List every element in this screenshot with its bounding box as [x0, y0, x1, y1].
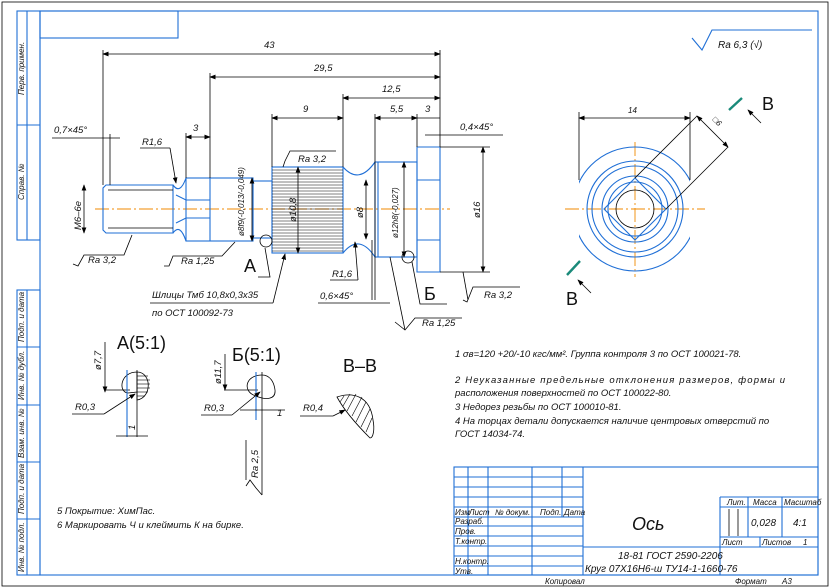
svg-text:Изм: Изм — [455, 508, 470, 517]
svg-text:Масштаб: Масштаб — [784, 498, 822, 507]
svg-text:0,4×45°: 0,4×45° — [460, 122, 493, 133]
hex-head — [416, 146, 441, 273]
svg-text:14: 14 — [628, 106, 637, 115]
svg-text:Масса: Масса — [753, 498, 777, 507]
general-roughness: Ra 6,3 (√) — [691, 29, 812, 51]
roughness-marks: Ra 3,2 Ra 1,25 Ra 3,2 Ra 3,2 Ra 1,25 А Б… — [72, 150, 520, 331]
detail-a-circle — [259, 234, 273, 248]
svg-text:Б(5:1): Б(5:1) — [232, 345, 281, 365]
svg-text:Ra 3,2: Ra 3,2 — [88, 255, 117, 266]
section-mark-bottom: В — [566, 289, 578, 309]
svg-text:3: 3 — [425, 104, 431, 115]
svg-text:9: 9 — [303, 104, 309, 115]
svg-text:А3: А3 — [781, 577, 792, 586]
stamp-orig-inv: Инв. № подл. — [17, 522, 26, 572]
stamp-first-use: Перв. примен. — [17, 42, 26, 95]
detail-a-view: А(5:1) ø7,7 R0,3 1 — [72, 333, 166, 437]
dimensions: 43 29,5 12,5 9 5,5 3 3 0,7×45° 0,4×45° R… — [52, 40, 503, 304]
note-2b: расположения поверхностей по ОСТ 100022-… — [454, 388, 671, 399]
shaft-main-view — [95, 146, 450, 273]
svg-text:R1,6: R1,6 — [332, 269, 353, 280]
svg-text:5,5: 5,5 — [390, 104, 404, 115]
svg-text:Копировал: Копировал — [545, 577, 585, 586]
section-bb-view: В–В R0,4 — [300, 356, 377, 439]
svg-text:R0,4: R0,4 — [303, 403, 323, 414]
note-1: 1 σв=120 +20/-10 кгс/мм². Группа контрол… — [455, 349, 741, 360]
svg-text:Т.контр.: Т.контр. — [455, 537, 487, 546]
spline-note-2: по ОСТ 100092-73 — [152, 308, 234, 319]
svg-text:12,5: 12,5 — [382, 84, 401, 95]
svg-text:0,7×45°: 0,7×45° — [54, 125, 87, 136]
note-4: 4 На торцах детали допускается наличие ц… — [455, 416, 769, 427]
mass-value: 0,028 — [751, 518, 776, 529]
svg-text:R1,6: R1,6 — [142, 137, 163, 148]
detail-b-view: Б(5:1) ø11,7 1 R0,3 Ra 2,5 — [201, 345, 285, 496]
svg-text:ø10,8: ø10,8 — [288, 197, 299, 222]
svg-text:№ докум.: № докум. — [495, 508, 530, 517]
svg-text:В–В: В–В — [343, 356, 377, 376]
stamp-sign-date-2: Подп. и дата — [17, 463, 26, 514]
svg-text:R0,3: R0,3 — [75, 402, 96, 413]
note-5: 5 Покрытие: ХимПас. — [57, 506, 155, 517]
stamp-reference: Справ. № — [17, 163, 26, 200]
svg-text:Лист: Лист — [468, 508, 490, 517]
svg-text:ø12h8(-0,027): ø12h8(-0,027) — [391, 187, 400, 238]
section-mark-top: В — [762, 94, 774, 114]
svg-text:29,5: 29,5 — [313, 63, 333, 74]
svg-text:Утв.: Утв. — [454, 567, 473, 576]
svg-text:Подп.: Подп. — [540, 508, 561, 517]
svg-text:43: 43 — [264, 40, 275, 51]
stamp-dup-inv: Инв. № дубл. — [17, 351, 26, 400]
svg-text:ø7,7: ø7,7 — [93, 350, 104, 370]
title-block: Изм Лист № докум. Подп. Дата Разраб. Про… — [453, 466, 822, 586]
stamp-sign-date-1: Подп. и дата — [17, 291, 26, 342]
svg-text:Разраб.: Разраб. — [455, 517, 484, 526]
svg-text:Лист: Лист — [721, 538, 743, 547]
material-line-1: 18-81 ГОСТ 2590-2206 — [618, 551, 723, 562]
note-2: 2 Неуказанные предельные отклонения разм… — [454, 375, 786, 386]
detail-a-label: А — [244, 256, 256, 276]
svg-text:ø8f9(-0,013/-0,049): ø8f9(-0,013/-0,049) — [237, 167, 246, 236]
note-4b: ГОСТ 14034-74. — [455, 429, 525, 440]
svg-text:3: 3 — [193, 123, 199, 134]
svg-text:1: 1 — [277, 408, 282, 419]
svg-text:М6–6е: М6–6е — [73, 201, 84, 230]
svg-text:ø11,7: ø11,7 — [213, 360, 224, 384]
svg-text:Формат: Формат — [735, 577, 767, 586]
spline-note-1: Шлицы Тмб 10,8х0,3х35 — [152, 290, 259, 301]
svg-text:R0,3: R0,3 — [204, 403, 225, 414]
svg-text:Листов: Листов — [761, 538, 791, 547]
svg-text:Ra 3,2: Ra 3,2 — [298, 154, 327, 165]
material-line-2: Круг 07Х16Н6-ш ТУ14-1-1660-76 — [585, 564, 738, 575]
svg-text:1: 1 — [803, 538, 807, 547]
stamp-replace-inv: Взам. инв. № — [17, 408, 26, 458]
svg-text:Дата: Дата — [563, 508, 586, 517]
svg-text:Н.контр.: Н.контр. — [455, 557, 489, 566]
svg-text:Ra 2,5: Ra 2,5 — [250, 449, 261, 478]
svg-text:1: 1 — [127, 425, 138, 430]
part-name: Ось — [632, 514, 664, 534]
end-view: 14 □6 В В — [565, 94, 774, 309]
svg-text:ø8: ø8 — [355, 206, 366, 218]
svg-text:Ra 3,2: Ra 3,2 — [484, 290, 513, 301]
scale-value: 4:1 — [793, 518, 807, 529]
detail-b-label: Б — [424, 284, 436, 304]
side-stamp-column: Перв. примен. Справ. № Подп. и дата Инв.… — [16, 10, 41, 576]
technical-notes: 1 σв=120 +20/-10 кгс/мм². Группа контрол… — [57, 349, 786, 531]
svg-text:Лит.: Лит. — [726, 498, 746, 507]
top-left-stamp — [39, 10, 179, 39]
svg-text:А(5:1): А(5:1) — [117, 333, 166, 353]
svg-text:Ra 6,3 (√): Ra 6,3 (√) — [718, 39, 762, 51]
svg-text:0,6×45°: 0,6×45° — [320, 291, 353, 302]
spline-section — [271, 166, 344, 254]
note-3: 3 Недорез резьбы по ОСТ 100010-81. — [455, 402, 621, 413]
svg-text:Ra 1,25: Ra 1,25 — [181, 256, 215, 267]
svg-text:Пров.: Пров. — [455, 527, 476, 536]
svg-text:□6: □6 — [711, 115, 724, 128]
svg-text:Ra 1,25: Ra 1,25 — [422, 318, 456, 329]
note-6: 6 Маркировать Ч и клеймить К на бирке. — [57, 520, 244, 531]
svg-text:ø16: ø16 — [472, 201, 483, 218]
